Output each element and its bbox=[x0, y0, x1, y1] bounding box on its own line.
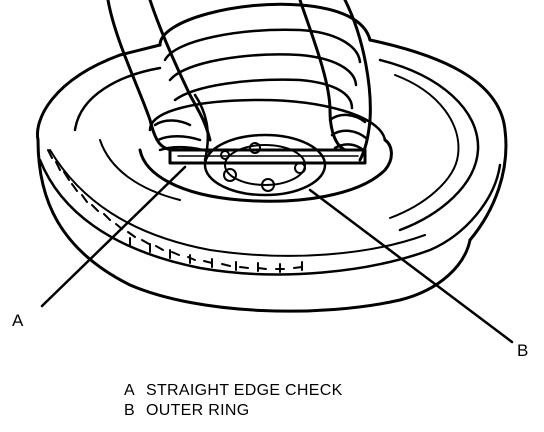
legend-text-b: OUTER RING bbox=[146, 402, 250, 419]
legend-key-a: A bbox=[124, 382, 135, 399]
straight-edge-bar bbox=[168, 148, 367, 165]
wheel-rim bbox=[138, 2, 393, 203]
legend-text-a: STRAIGHT EDGE CHECK bbox=[146, 382, 343, 399]
left-hand bbox=[106, 0, 212, 162]
legend-key-b: B bbox=[124, 402, 135, 419]
legend-row-a: A STRAIGHT EDGE CHECK bbox=[124, 381, 504, 401]
legend-row-b: B OUTER RING bbox=[124, 401, 504, 421]
leader-line-a bbox=[40, 165, 187, 308]
tread-marks bbox=[47, 149, 303, 273]
callout-legend: A STRAIGHT EDGE CHECK B OUTER RING bbox=[124, 381, 504, 421]
tire bbox=[35, 38, 508, 313]
callout-letter-b: B bbox=[517, 341, 528, 360]
right-hand bbox=[298, 0, 372, 162]
callout-letter-a: A bbox=[12, 311, 24, 330]
leader-line-b bbox=[308, 188, 514, 344]
